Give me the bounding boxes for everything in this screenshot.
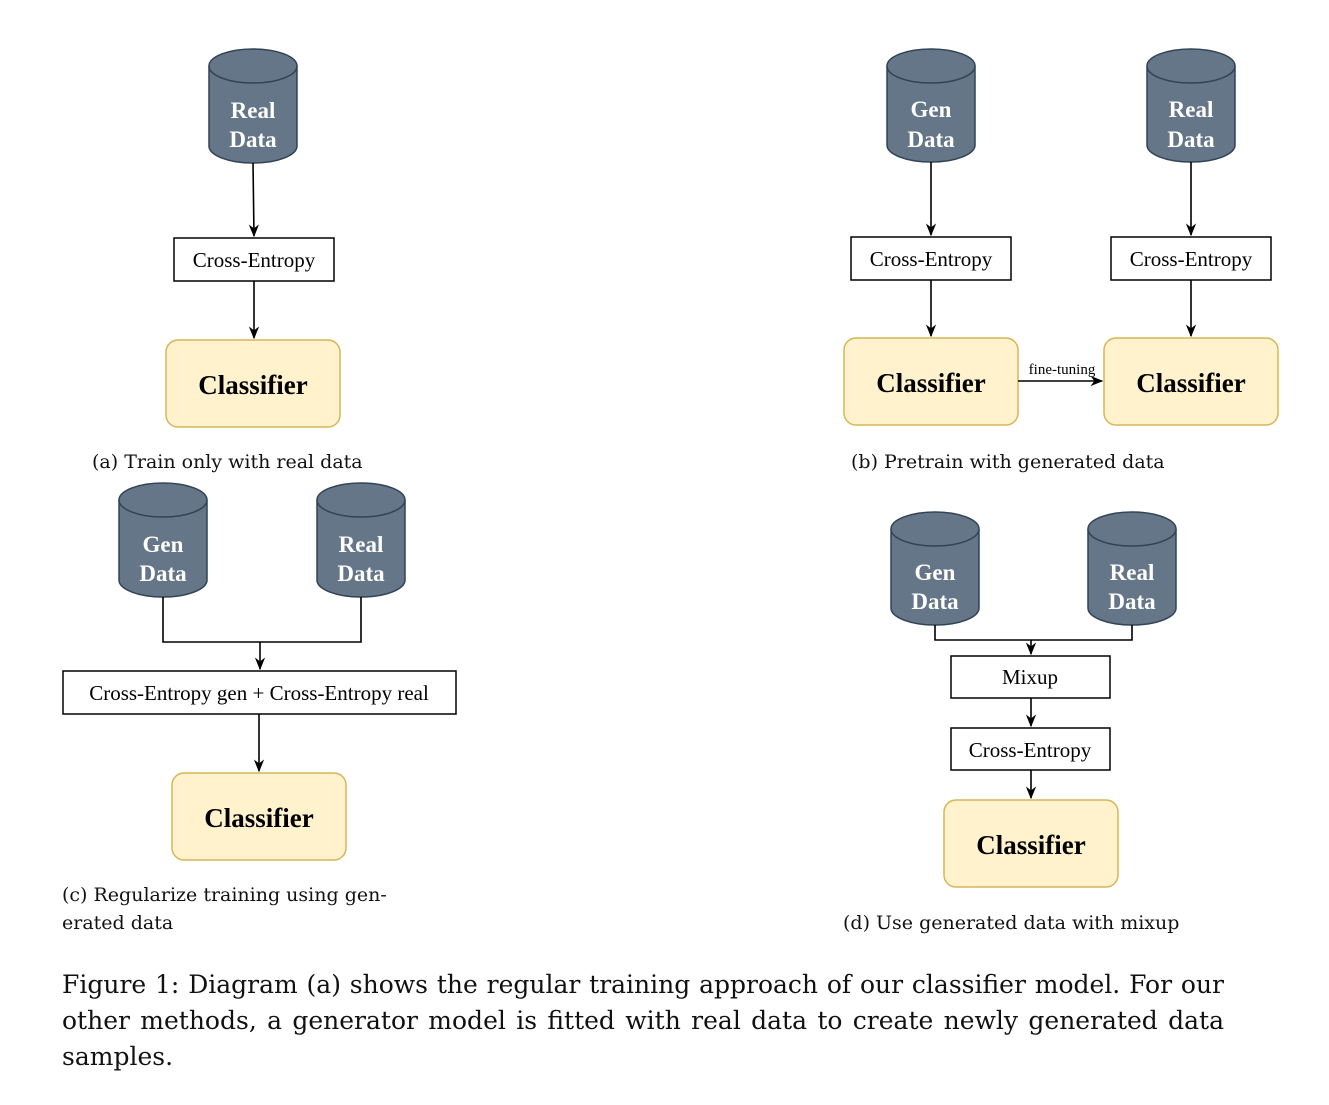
diagram-a: Real Data Cross-Entropy Classifier [165,48,341,428]
real-data-database-icon: Real Data [1146,48,1236,163]
loss-box-right: Cross-Entropy [1110,236,1272,281]
diagram-d: Gen Data Real Data Mixup Cross-Entropy C… [890,511,1177,888]
classifier-box: Classifier [171,772,347,861]
loss-label: Cross-Entropy [969,738,1092,762]
database-label: Data [907,127,955,152]
classifier-label: Classifier [1136,368,1245,398]
classifier-label: Classifier [976,830,1085,860]
database-label: Data [1108,589,1156,614]
subcaption-b: (b) Pretrain with generated data [851,451,1165,473]
merge-connector [934,625,1133,641]
gen-data-database-icon: Gen Data [890,511,980,626]
loss-label: Cross-Entropy [1130,247,1253,271]
classifier-box: Classifier [943,799,1119,888]
loss-box-left: Cross-Entropy [850,236,1012,281]
subcaption-a: (a) Train only with real data [92,451,363,473]
database-label: Real [231,98,276,123]
database-label: Data [911,589,959,614]
real-data-database-icon: Real Data [316,482,406,598]
gen-data-database-icon: Gen Data [886,48,976,163]
database-label: Data [337,561,385,586]
real-data-database-icon: Real Data [1087,511,1177,626]
database-label: Gen [143,532,184,557]
edge-arrow [248,162,259,238]
database-label: Data [139,561,187,586]
database-label: Real [1169,97,1214,122]
subcaption-c: (c) Regularize training using gen- erate… [62,881,452,937]
real-data-database-icon: Real Data [208,48,298,164]
database-label: Real [1110,560,1155,585]
database-label: Data [229,127,277,152]
database-label: Real [339,532,384,557]
subcaption-d: (d) Use generated data with mixup [843,912,1180,934]
diagram-b: Gen Data Real Data Cross-Entropy Cross-E… [843,48,1279,426]
database-label: Gen [915,560,956,585]
database-label: Data [1167,127,1215,152]
loss-label: Cross-Entropy [870,247,993,271]
subcaption-c-line: erated data [62,912,174,934]
gen-data-database-icon: Gen Data [118,482,208,598]
loss-label: Cross-Entropy gen + Cross-Entropy real [89,681,429,705]
mixup-box: Mixup [950,655,1111,699]
database-label: Gen [911,97,952,122]
loss-box: Cross-Entropy [950,727,1111,771]
subcaption-c-line: (c) Regularize training using gen- [62,884,387,906]
merge-connector [162,597,362,643]
loss-box: Cross-Entropy gen + Cross-Entropy real [62,670,457,715]
loss-box: Cross-Entropy [173,237,335,282]
figure-caption: Figure 1: Diagram (a) shows the regular … [62,970,1224,1071]
classifier-label: Classifier [204,803,313,833]
classifier-label: Classifier [198,370,307,400]
classifier-box: Classifier [165,339,341,428]
classifier-box-right: Classifier [1103,337,1279,426]
classifier-label: Classifier [876,368,985,398]
diagram-c: Gen Data Real Data Cross-Entropy gen + C… [62,482,457,861]
loss-label: Cross-Entropy [193,248,316,272]
mixup-label: Mixup [1002,665,1058,689]
fine-tuning-label: fine-tuning [1029,362,1096,378]
classifier-box-left: Classifier [843,337,1019,426]
